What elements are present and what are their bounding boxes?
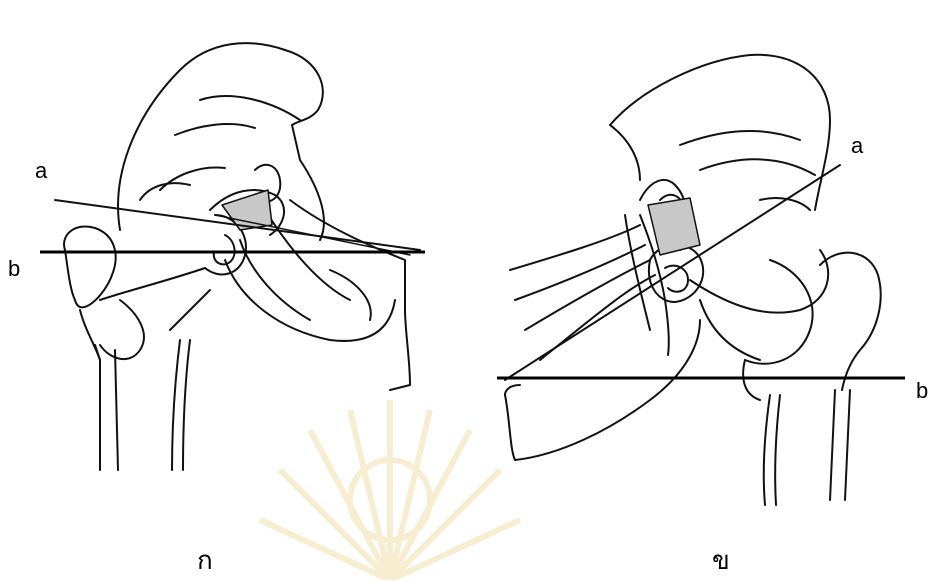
label-a-left: a [35, 160, 47, 182]
label-b-left: b [8, 258, 20, 280]
label-a-right: a [851, 135, 863, 157]
caption-left: ก [197, 548, 213, 574]
line-a-right [505, 165, 840, 380]
caption-right: ข [712, 548, 730, 574]
iliac-wing [610, 55, 830, 210]
label-b-right: b [916, 380, 928, 402]
femoral-head [649, 245, 703, 302]
